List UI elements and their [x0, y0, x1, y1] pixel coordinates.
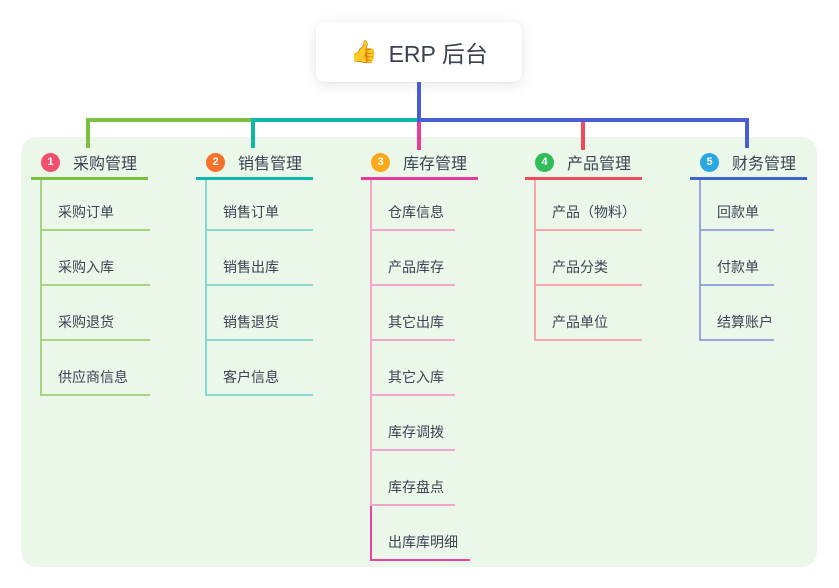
child-node-label[interactable]: 回款单 — [717, 204, 759, 220]
child-node-label[interactable]: 采购订单 — [58, 204, 114, 220]
branch-underline — [690, 177, 807, 180]
child-underline — [699, 339, 774, 341]
child-underline — [370, 504, 455, 506]
child-trunk-line — [370, 231, 372, 286]
child-trunk-line — [370, 180, 372, 231]
child-node-label[interactable]: 采购入库 — [58, 259, 114, 275]
child-trunk-line — [370, 286, 372, 341]
child-node-label[interactable]: 付款单 — [717, 259, 759, 275]
child-trunk-line — [40, 180, 42, 231]
connector-segment-right — [417, 118, 749, 122]
child-underline — [370, 284, 455, 286]
child-underline — [534, 339, 642, 341]
child-trunk-line — [534, 231, 536, 286]
child-trunk-line — [699, 231, 701, 286]
thumbs-up-icon: 👍 — [350, 39, 378, 64]
branch-drop-line — [745, 118, 749, 148]
child-trunk-line — [370, 396, 372, 451]
child-node-label[interactable]: 产品库存 — [388, 259, 444, 275]
branch-header[interactable]: 1 采购管理 — [41, 152, 138, 173]
connector-segment-mid — [253, 118, 417, 122]
child-underline — [40, 394, 150, 396]
child-trunk-line — [40, 286, 42, 341]
child-trunk-line — [534, 180, 536, 231]
child-underline — [205, 284, 313, 286]
branch-label: 采购管理 — [73, 156, 138, 173]
child-underline — [370, 394, 455, 396]
child-node-label[interactable]: 库存盘点 — [388, 479, 444, 495]
branch-header[interactable]: 5 财务管理 — [700, 152, 797, 173]
child-trunk-line — [370, 506, 372, 561]
branch-drop-line — [251, 118, 255, 148]
child-node-label[interactable]: 产品分类 — [552, 259, 608, 275]
mindmap-panel — [21, 137, 817, 567]
child-trunk-line — [370, 341, 372, 396]
child-node-label[interactable]: 其它出库 — [388, 314, 444, 330]
child-node-label[interactable]: 库存调拨 — [388, 424, 444, 440]
child-underline — [205, 229, 313, 231]
child-node-label[interactable]: 销售订单 — [223, 204, 279, 220]
branch-number-badge: 3 — [371, 152, 390, 172]
child-trunk-line — [205, 180, 207, 231]
branch-drop-line — [581, 122, 585, 150]
child-underline — [699, 284, 774, 286]
child-trunk-line — [40, 231, 42, 286]
child-underline — [40, 284, 150, 286]
child-trunk-line — [205, 231, 207, 286]
branch-number-badge: 5 — [700, 152, 719, 172]
child-node-label[interactable]: 产品（物料） — [552, 204, 636, 220]
child-underline — [40, 339, 150, 341]
branch-header[interactable]: 3 库存管理 — [371, 152, 468, 173]
child-underline — [205, 394, 313, 396]
child-underline — [534, 229, 642, 231]
child-underline — [370, 229, 455, 231]
child-node-label[interactable]: 其它入库 — [388, 369, 444, 385]
branch-header[interactable]: 2 销售管理 — [206, 152, 303, 173]
child-trunk-line — [699, 286, 701, 341]
child-underline — [205, 339, 313, 341]
child-node-label[interactable]: 结算账户 — [717, 314, 773, 330]
branch-label: 销售管理 — [238, 156, 303, 173]
child-underline — [370, 449, 455, 451]
child-trunk-line — [699, 180, 701, 231]
branch-underline — [361, 177, 478, 180]
child-node-label[interactable]: 销售出库 — [223, 259, 279, 275]
branch-number-badge: 1 — [41, 152, 60, 172]
branch-underline — [196, 177, 313, 180]
child-trunk-line — [534, 286, 536, 341]
connector-segment-left — [86, 118, 253, 122]
root-label: ERP 后台 — [388, 41, 488, 67]
child-underline — [534, 284, 642, 286]
branch-label: 财务管理 — [732, 156, 797, 173]
child-underline — [40, 229, 150, 231]
branch-number-badge: 2 — [206, 152, 225, 172]
child-underline — [699, 229, 774, 231]
child-node-label[interactable]: 采购退货 — [58, 314, 114, 330]
child-node-label[interactable]: 客户信息 — [223, 369, 279, 385]
branch-underline — [525, 177, 642, 180]
child-node-label[interactable]: 销售退货 — [223, 314, 279, 330]
child-trunk-line — [40, 341, 42, 396]
branch-drop-line — [417, 122, 421, 150]
root-stem-line — [417, 82, 421, 122]
child-trunk-line — [370, 451, 372, 506]
child-node-label[interactable]: 出库库明细 — [388, 534, 458, 550]
root-node[interactable]: 👍 ERP 后台 — [316, 22, 522, 82]
child-node-label[interactable]: 产品单位 — [552, 314, 608, 330]
branch-underline — [31, 177, 148, 180]
branch-label: 库存管理 — [403, 156, 468, 173]
branch-drop-line — [86, 118, 90, 148]
child-trunk-line — [205, 341, 207, 396]
child-underline — [370, 559, 470, 561]
child-trunk-line — [205, 286, 207, 341]
branch-label: 产品管理 — [567, 156, 632, 173]
child-node-label[interactable]: 仓库信息 — [388, 204, 444, 220]
child-node-label[interactable]: 供应商信息 — [58, 369, 128, 385]
branch-number-badge: 4 — [535, 152, 554, 172]
child-underline — [370, 339, 455, 341]
branch-header[interactable]: 4 产品管理 — [535, 152, 632, 173]
